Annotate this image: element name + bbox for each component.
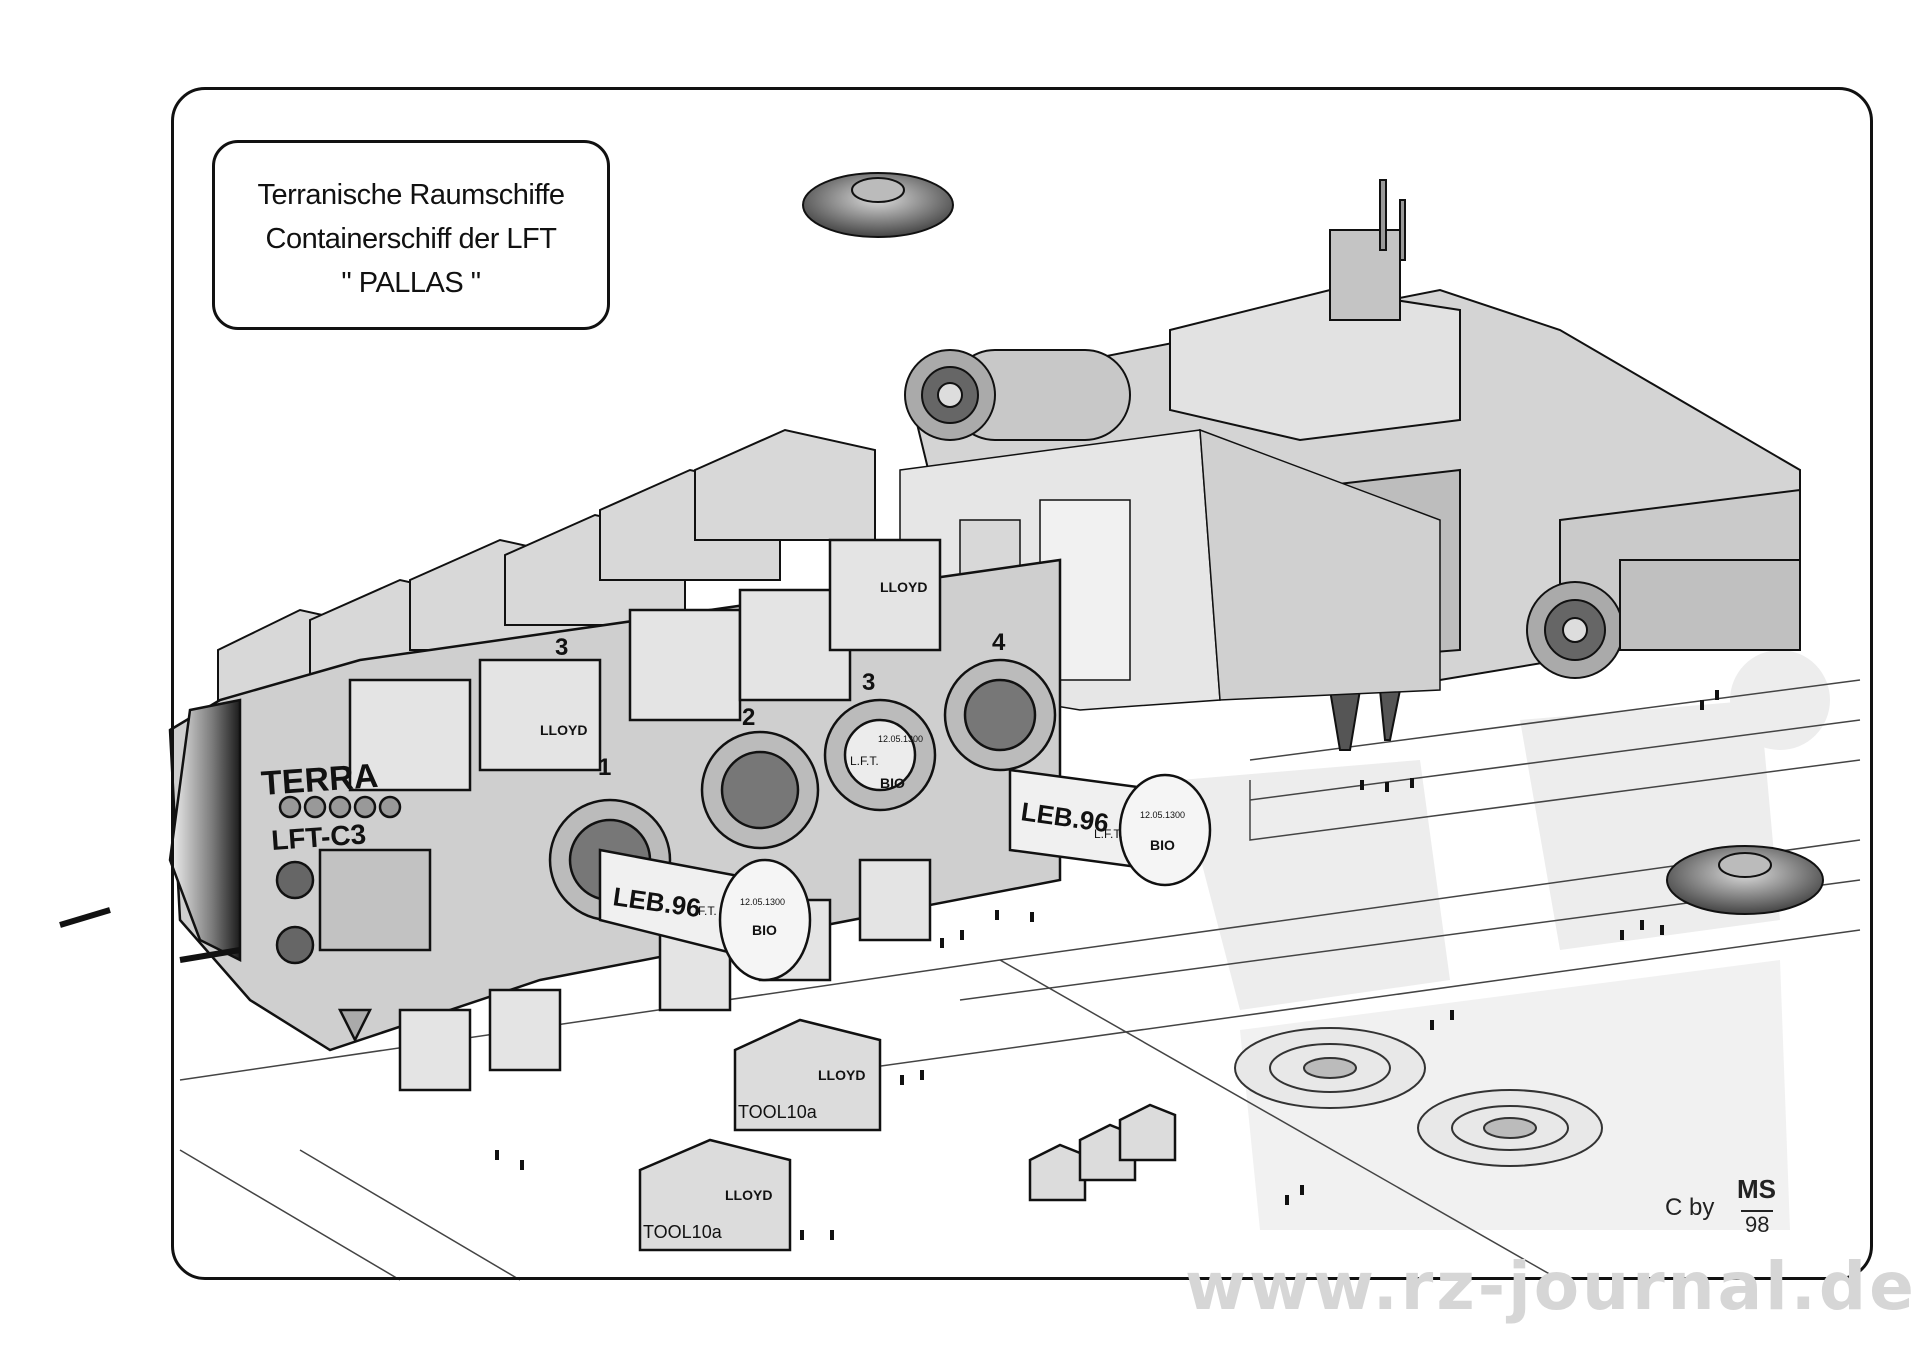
ship-name-label: TERRA (260, 757, 379, 803)
upper-container-lloyd-label: LLOYD (540, 722, 587, 738)
flying-disc-2 (1666, 845, 1824, 915)
cylinder-date-label-2: 12.05.1300 (1140, 810, 1185, 820)
hull-container-lloyd-label: LLOYD (880, 579, 927, 595)
ground-container-lloyd-label-1: LLOYD (818, 1067, 865, 1083)
artist-signature: C by MS 98 (1665, 1174, 1805, 1244)
bay-label-4: 4 (992, 629, 1006, 656)
ship-registry-label: LFT-C3 (270, 818, 367, 856)
cylinder-containers (598, 768, 1212, 982)
ground-containers (638, 1018, 1177, 1252)
title-line-2: Containerschiff der LFT (265, 223, 558, 255)
forward-hull (59, 538, 1062, 1092)
title-line-3: " PALLAS " (341, 267, 481, 299)
cylinder-date-label-1: 12.05.1300 (740, 897, 785, 907)
cylinder-bio-label-1: BIO (752, 922, 777, 938)
cylinder-lft-label-1: L.F.T. (688, 904, 717, 918)
bay3-date-label: 12.05.1300 (878, 734, 923, 744)
bay3-lft-label: L.F.T. (850, 754, 879, 768)
landing-pads (1234, 1027, 1603, 1167)
cylinder-lft-label-2: L.F.T. (1094, 827, 1123, 841)
people-figures (495, 690, 1719, 1240)
title-line-1: Terranische Raumschiffe (257, 179, 565, 211)
ground-container-lloyd-label-2: LLOYD (725, 1187, 772, 1203)
signature-year: 98 (1741, 1210, 1774, 1238)
cylinder-bio-label-2: BIO (1150, 837, 1175, 853)
ground-grid (179, 679, 1861, 1281)
signature-initials: MS (1737, 1174, 1776, 1204)
ground-container-tool-label-1: TOOL10a (738, 1102, 818, 1122)
bay-label-1: 1 (598, 754, 611, 781)
title-box: Terranische Raumschiffe Containerschiff … (212, 140, 610, 330)
ground-container-tool-label-2: TOOL10a (643, 1222, 723, 1242)
bay-label-3: 3 (862, 669, 875, 696)
upper-bay-label: 3 (555, 634, 568, 661)
bay3-bio-label: BIO (880, 775, 905, 791)
bay-label-2: 2 (742, 704, 755, 731)
watermark-url: www.rz-journal.de (1185, 1248, 1917, 1325)
drawing-frame (171, 87, 1873, 1280)
flying-disc-1 (802, 172, 954, 238)
signature-prefix: C by (1665, 1194, 1715, 1221)
